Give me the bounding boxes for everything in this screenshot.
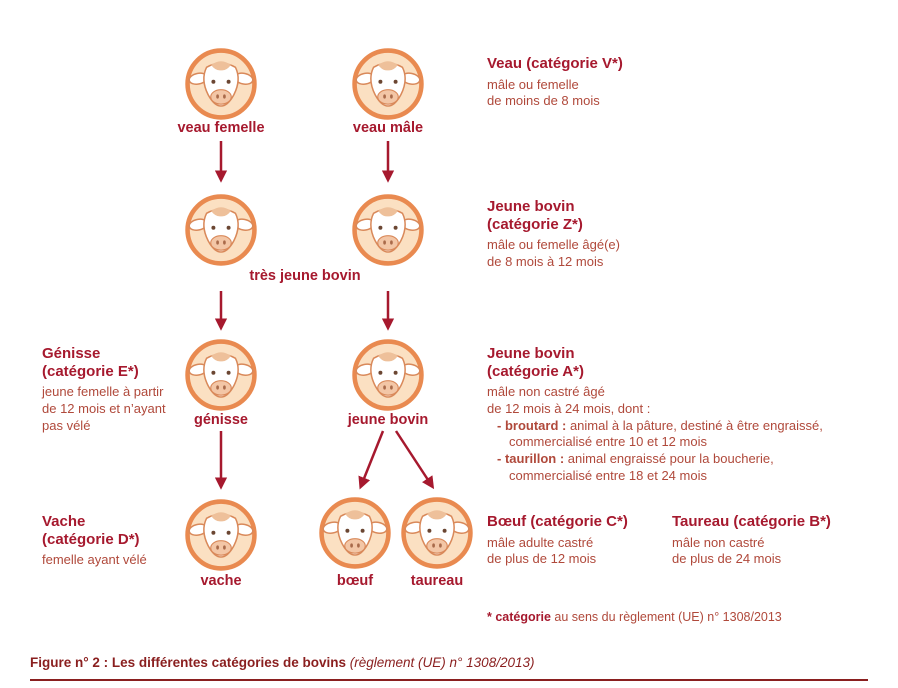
node-label-veau-male: veau mâle	[352, 120, 424, 136]
info-genisse-title: Génisse (catégorie E*)	[42, 345, 139, 380]
cow-icon-genisse	[183, 337, 259, 413]
info-vache-body: femelle ayant vélé	[42, 552, 147, 568]
info-boeuf-body: mâle adulte castré de plus de 12 mois	[487, 534, 597, 567]
footnote: * catégorie au sens du règlement (UE) n°…	[487, 610, 782, 624]
arrow-jb-to-taureau	[394, 430, 435, 490]
arrow-jb-to-boeuf	[358, 430, 385, 490]
info-vache: Vache (catégorie D*) femelle ayant vélé	[42, 513, 147, 569]
cow-icon-jeune-bovin	[350, 337, 426, 413]
info-veau: Veau (catégorie V*) mâle ou femelle de m…	[487, 55, 623, 110]
info-jba-taurillon: - taurillon : animal engraissé pour la b…	[497, 450, 774, 466]
footnote-rest: au sens du règlement (UE) n° 1308/2013	[550, 610, 782, 624]
figure-caption-italic: (règlement (UE) n° 1308/2013)	[345, 655, 535, 670]
info-jba-title: Jeune bovin (catégorie A*)	[487, 345, 584, 380]
node-label-tres-jeune-bovin: très jeune bovin	[249, 268, 361, 284]
node-label-vache: vache	[200, 573, 242, 589]
node-label-boeuf: bœuf	[336, 573, 374, 589]
info-genisse: Génisse (catégorie E*) jeune femelle à p…	[42, 345, 166, 434]
node-label-veau-femelle: veau femelle	[177, 120, 265, 136]
cow-icon-tjb-right	[350, 192, 426, 268]
cow-icon-vache	[183, 497, 259, 573]
info-veau-title: Veau (catégorie V*)	[487, 55, 623, 72]
info-jba-broutard: - broutard : animal à la pâture, destiné…	[497, 417, 823, 433]
cow-icon-tjb-left	[183, 192, 259, 268]
info-veau-body: mâle ou femelle de moins de 8 mois	[487, 76, 600, 109]
figure-caption-bold: Figure n° 2 : Les différentes catégories…	[30, 655, 346, 670]
cow-icon-veau-male	[350, 46, 426, 122]
info-boeuf-title: Bœuf (catégorie C*)	[487, 513, 628, 530]
info-taureau: Taureau (catégorie B*) mâle non castré d…	[672, 513, 831, 568]
info-jbz-body: mâle ou femelle âgé(e) de 8 mois à 12 mo…	[487, 237, 620, 269]
cow-icon-taureau	[399, 495, 475, 571]
node-label-taureau: taureau	[410, 573, 464, 589]
info-genisse-body: jeune femelle à partir de 12 mois et n’a…	[42, 384, 166, 433]
info-jeune-bovin-a: Jeune bovin (catégorie A*) mâle non cast…	[487, 345, 823, 484]
cow-icon-boeuf	[317, 495, 393, 571]
info-jbz-title: Jeune bovin (catégorie Z*)	[487, 198, 583, 233]
info-boeuf: Bœuf (catégorie C*) mâle adulte castré d…	[487, 513, 628, 568]
info-jba-body: mâle non castré âgé de 12 mois à 24 mois…	[487, 384, 823, 483]
node-label-jeune-bovin: jeune bovin	[347, 412, 429, 428]
cow-icon-veau-femelle	[183, 46, 259, 122]
node-label-genisse: génisse	[194, 412, 248, 428]
info-vache-title: Vache (catégorie D*)	[42, 513, 140, 548]
footnote-bold: * catégorie	[487, 610, 551, 624]
info-taureau-title: Taureau (catégorie B*)	[672, 513, 831, 530]
info-jeune-bovin-z: Jeune bovin (catégorie Z*) mâle ou femel…	[487, 198, 620, 271]
info-taureau-body: mâle non castré de plus de 24 mois	[672, 534, 782, 567]
figure-caption: Figure n° 2 : Les différentes catégories…	[30, 655, 534, 670]
bottom-divider	[30, 679, 868, 681]
